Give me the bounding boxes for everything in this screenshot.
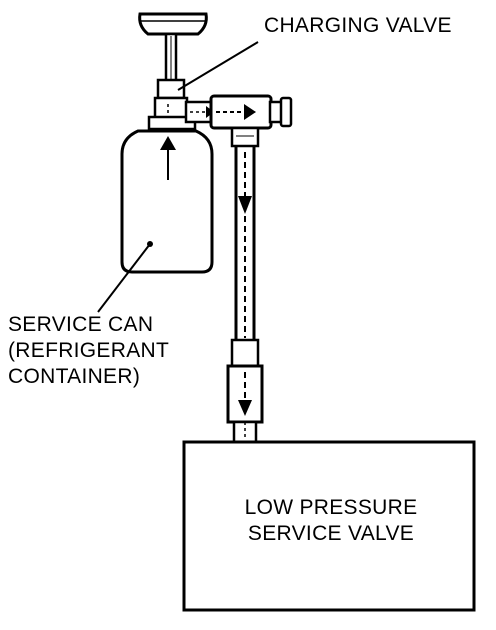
flow-arrow-can-up: [160, 136, 176, 150]
charging-valve-leader: [177, 41, 259, 91]
low-pressure-label-line2: SERVICE VALVE: [247, 522, 415, 545]
charging-valve-handle: [138, 12, 208, 84]
service-can-label-line1: SERVICE CAN: [8, 313, 154, 336]
service-can: [120, 129, 214, 274]
hose-upper-fitting: [230, 126, 260, 148]
service-can-label-line3: CONTAINER): [8, 365, 141, 388]
service-can-label-line2: (REFRIGERANT: [8, 339, 170, 362]
charging-hose: [234, 146, 256, 340]
low-pressure-valve-box: [182, 440, 476, 612]
fitting-block: [209, 94, 293, 130]
flow-arrow-horizontal: [244, 104, 256, 120]
charging-valve-label: CHARGING VALVE: [264, 14, 452, 37]
low-pressure-label-line1: LOW PRESSURE: [244, 496, 418, 519]
hose-lower-fitting: [226, 338, 264, 444]
service-can-leader: [97, 243, 151, 313]
flow-arrow-fitting-down: [238, 400, 252, 416]
flow-arrow-hose-down: [238, 196, 252, 214]
